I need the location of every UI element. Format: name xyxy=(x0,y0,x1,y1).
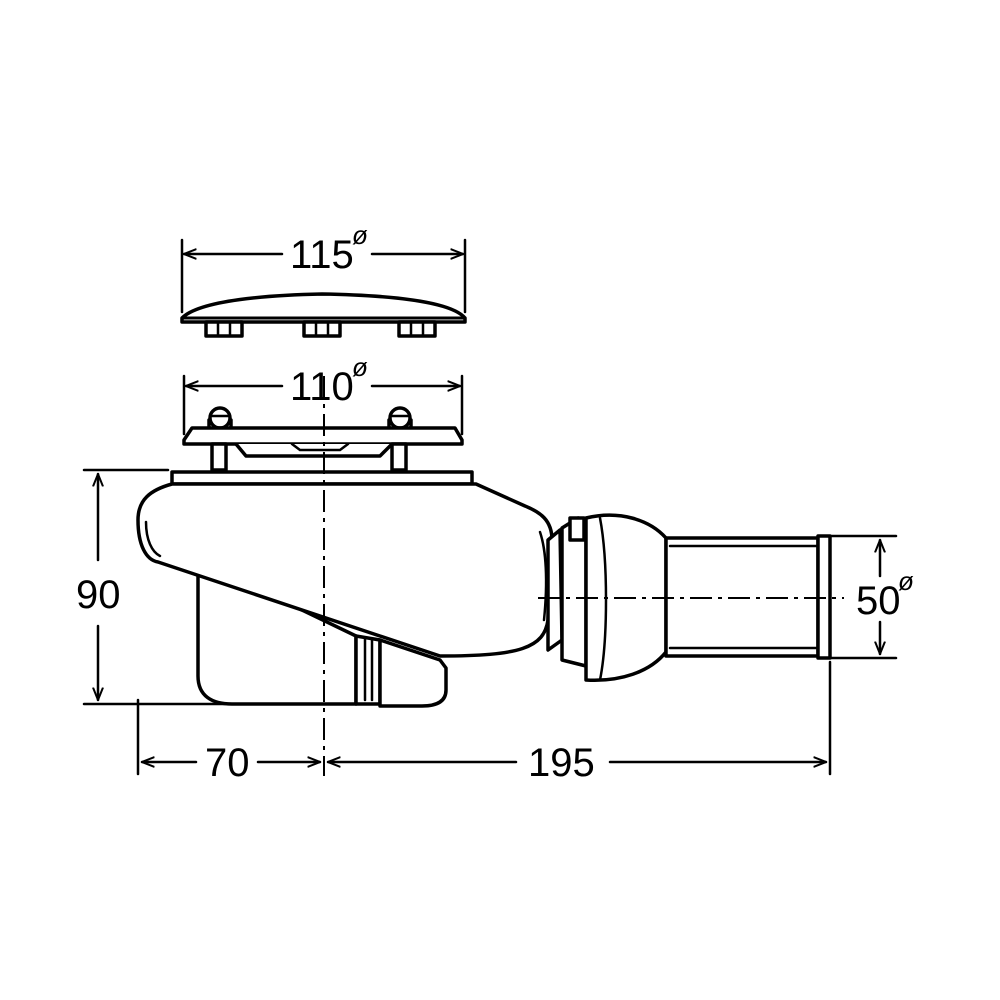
dimension-length: 195 xyxy=(326,660,832,785)
outlet-diameter-symbol: ø xyxy=(898,566,914,596)
flange-diameter-symbol: ø xyxy=(352,352,368,382)
dimension-center-offset: 70 xyxy=(136,698,322,785)
dimension-flange-diameter: 110 ø xyxy=(182,352,464,436)
cover-plate xyxy=(180,292,467,338)
height-label: 90 xyxy=(76,573,121,617)
flange-grate xyxy=(182,406,464,472)
dimension-cover-diameter: 115 ø xyxy=(180,220,467,314)
center-offset-label: 70 xyxy=(205,741,250,785)
center-lines xyxy=(323,376,844,776)
dimension-outlet-diameter: 50 ø xyxy=(828,534,914,660)
drain-body xyxy=(136,470,832,708)
flange-diameter-label: 110 xyxy=(290,365,354,409)
cover-plate-pins xyxy=(204,320,437,338)
outlet-diameter-label: 50 xyxy=(856,579,901,623)
dimension-height: 90 xyxy=(76,468,332,706)
length-label: 195 xyxy=(528,741,595,785)
cover-diameter-label: 115 xyxy=(290,233,354,277)
cover-diameter-symbol: ø xyxy=(352,220,368,250)
